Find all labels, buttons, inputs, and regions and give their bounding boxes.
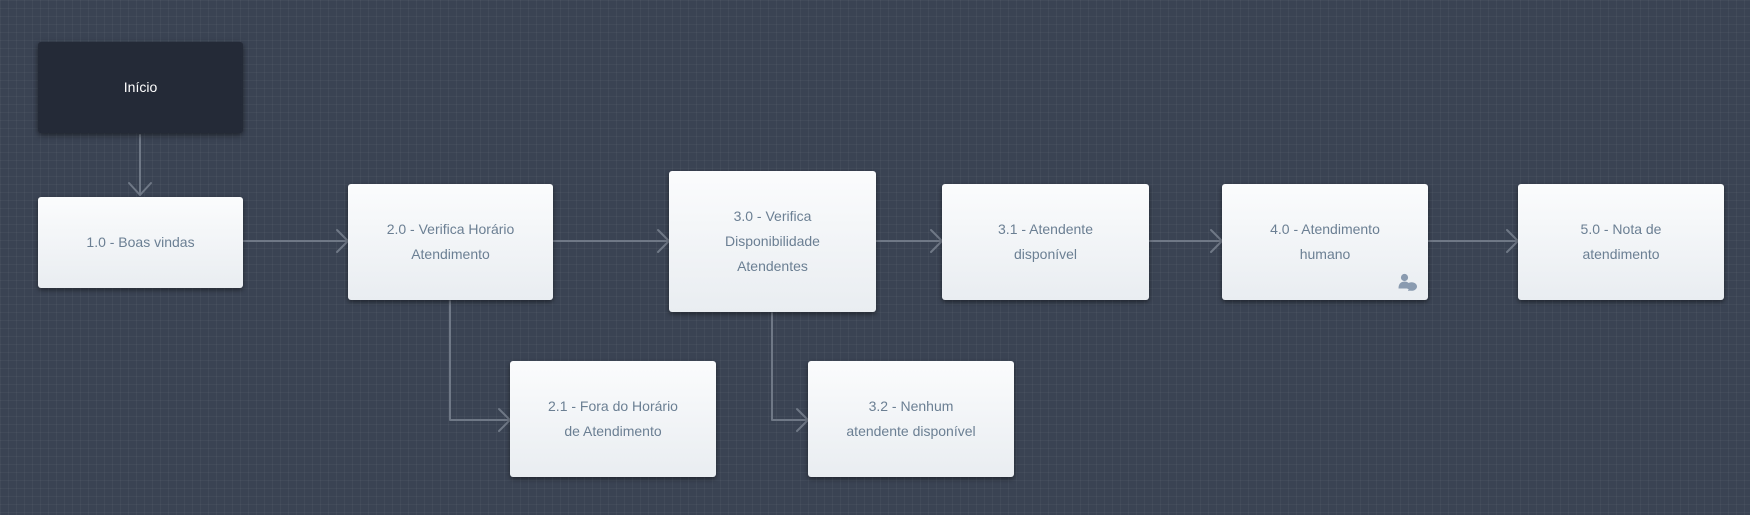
connector-verifica-disponibilidade-to-nenhum-atendente [771, 312, 809, 421]
node-boas-vindas-label: 1.0 - Boas vindas [86, 234, 195, 250]
arrowhead [128, 182, 152, 196]
node-fora-horario-label: 2.1 - Fora do Horário de Atendimento [548, 398, 678, 439]
node-atendente-disponivel[interactable]: 3.1 - Atendente disponível [942, 184, 1149, 300]
node-atendimento-humano[interactable]: 4.0 - Atendimento humano [1222, 184, 1428, 300]
human-agent-icon [1398, 273, 1417, 291]
arrowhead [657, 229, 670, 253]
arrowhead [336, 229, 349, 253]
node-verifica-horario[interactable]: 2.0 - Verifica Horário Atendimento [348, 184, 553, 300]
node-atendente-disponivel-label: 3.1 - Atendente disponível [998, 221, 1093, 262]
connector-verifica-horario-to-fora-horario [449, 300, 511, 421]
node-nota-atendimento-label: 5.0 - Nota de atendimento [1580, 221, 1662, 262]
node-verifica-disponibilidade-label: 3.0 - Verifica Disponibilidade Atendente… [725, 208, 820, 274]
arrowhead [1210, 229, 1223, 253]
arrowhead [1506, 229, 1519, 253]
node-nenhum-atendente-label: 3.2 - Nenhum atendente disponível [846, 398, 976, 439]
arrowhead [930, 229, 943, 253]
node-nota-atendimento[interactable]: 5.0 - Nota de atendimento [1518, 184, 1724, 300]
arrowhead [498, 408, 511, 432]
node-nenhum-atendente[interactable]: 3.2 - Nenhum atendente disponível [808, 361, 1014, 477]
node-verifica-disponibilidade[interactable]: 3.0 - Verifica Disponibilidade Atendente… [669, 171, 876, 312]
node-inicio[interactable]: Início [38, 42, 243, 133]
node-verifica-horario-label: 2.0 - Verifica Horário Atendimento [386, 221, 515, 262]
node-fora-horario[interactable]: 2.1 - Fora do Horário de Atendimento [510, 361, 716, 477]
node-inicio-label: Início [123, 79, 158, 95]
node-boas-vindas[interactable]: 1.0 - Boas vindas [38, 197, 243, 288]
node-atendimento-humano-label: 4.0 - Atendimento humano [1270, 221, 1380, 262]
arrowhead [796, 408, 809, 432]
